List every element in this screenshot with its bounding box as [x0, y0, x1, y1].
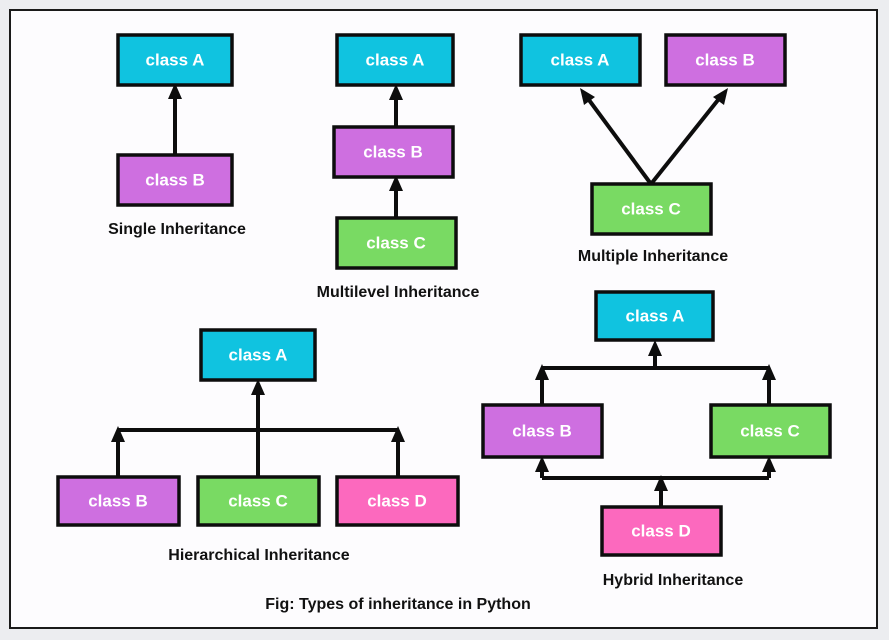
- node-hierarchical-class-c[interactable]: [196, 475, 321, 527]
- node-hybrid-class-d[interactable]: [600, 505, 723, 557]
- section-label-hierarchical: Hierarchical Inheritance: [168, 547, 350, 564]
- node-multiple-class-c[interactable]: [590, 182, 713, 236]
- node-label-hierarchical-class-c: class C: [228, 491, 288, 510]
- section-label-hybrid: Hybrid Inheritance: [603, 572, 744, 589]
- section-hierarchical-inheritance: class A class B class C class D Hierarch…: [56, 328, 460, 564]
- node-label-hybrid-class-d: class D: [631, 521, 691, 540]
- section-multiple-inheritance: class A class B class C Multiple Inherit…: [519, 33, 787, 265]
- node-hierarchical-class-b[interactable]: [56, 475, 181, 527]
- arrowhead-hybrid-lower-b: [535, 456, 549, 472]
- node-multilevel-class-a[interactable]: [335, 33, 455, 87]
- edge-multiple-c-to-a: [587, 98, 653, 186]
- section-hybrid-inheritance: class A class B class C class D Hybrid I…: [481, 290, 832, 589]
- arrowhead-hybrid-c-up: [762, 364, 776, 380]
- arrowhead-hierarchical-d: [391, 426, 405, 442]
- node-multiple-class-a[interactable]: [519, 33, 642, 87]
- arrowhead-multiple-c-to-b: [713, 88, 728, 105]
- arrowhead-multilevel-b-to-a: [389, 84, 403, 100]
- node-multilevel-class-b[interactable]: [332, 125, 455, 179]
- node-label-multilevel-class-c: class C: [366, 233, 426, 252]
- figure-caption: Fig: Types of inheritance in Python: [265, 596, 531, 613]
- node-label-multiple-class-a: class A: [551, 50, 610, 69]
- node-hybrid-class-b[interactable]: [481, 403, 604, 459]
- arrowhead-multiple-c-to-a: [580, 88, 595, 105]
- node-hybrid-class-c[interactable]: [709, 403, 832, 459]
- node-single-class-a[interactable]: [116, 33, 234, 87]
- node-hybrid-class-a[interactable]: [594, 290, 715, 342]
- node-hierarchical-class-d[interactable]: [335, 475, 460, 527]
- arrowhead-single-b-to-a: [168, 83, 182, 99]
- arrowhead-hybrid-d-up: [654, 475, 668, 491]
- arrowhead-hierarchical-b: [111, 426, 125, 442]
- node-single-class-b[interactable]: [116, 153, 234, 207]
- node-label-multiple-class-b: class B: [695, 50, 755, 69]
- section-label-multiple: Multiple Inheritance: [578, 248, 728, 265]
- arrowhead-hybrid-b-up: [535, 364, 549, 380]
- node-label-multiple-class-c: class C: [621, 199, 681, 218]
- node-label-hybrid-class-b: class B: [512, 421, 572, 440]
- node-label-hybrid-class-a: class A: [626, 306, 685, 325]
- node-hierarchical-class-a[interactable]: [199, 328, 317, 382]
- node-multiple-class-b[interactable]: [664, 33, 787, 87]
- node-label-multilevel-class-b: class B: [363, 142, 423, 161]
- node-label-multilevel-class-a: class A: [366, 50, 425, 69]
- arrowhead-hierarchical-c-to-a: [251, 379, 265, 395]
- node-label-hierarchical-class-a: class A: [229, 345, 288, 364]
- arrowhead-multilevel-c-to-b: [389, 175, 403, 191]
- section-multilevel-inheritance: class A class B class C Multilevel Inher…: [317, 33, 480, 301]
- node-label-hierarchical-class-b: class B: [88, 491, 148, 510]
- node-label-single-class-a: class A: [146, 50, 205, 69]
- section-label-single: Single Inheritance: [108, 221, 246, 238]
- arrowhead-hybrid-bus-to-a: [648, 340, 662, 356]
- node-label-hybrid-class-c: class C: [740, 421, 800, 440]
- arrowhead-hybrid-lower-c: [762, 456, 776, 472]
- node-label-hierarchical-class-d: class D: [367, 491, 427, 510]
- node-label-single-class-b: class B: [145, 170, 205, 189]
- edge-multiple-c-to-b: [649, 98, 720, 186]
- node-multilevel-class-c[interactable]: [335, 216, 458, 270]
- section-label-multilevel: Multilevel Inheritance: [317, 284, 480, 301]
- section-single-inheritance: class A class B Single Inheritance: [108, 33, 246, 238]
